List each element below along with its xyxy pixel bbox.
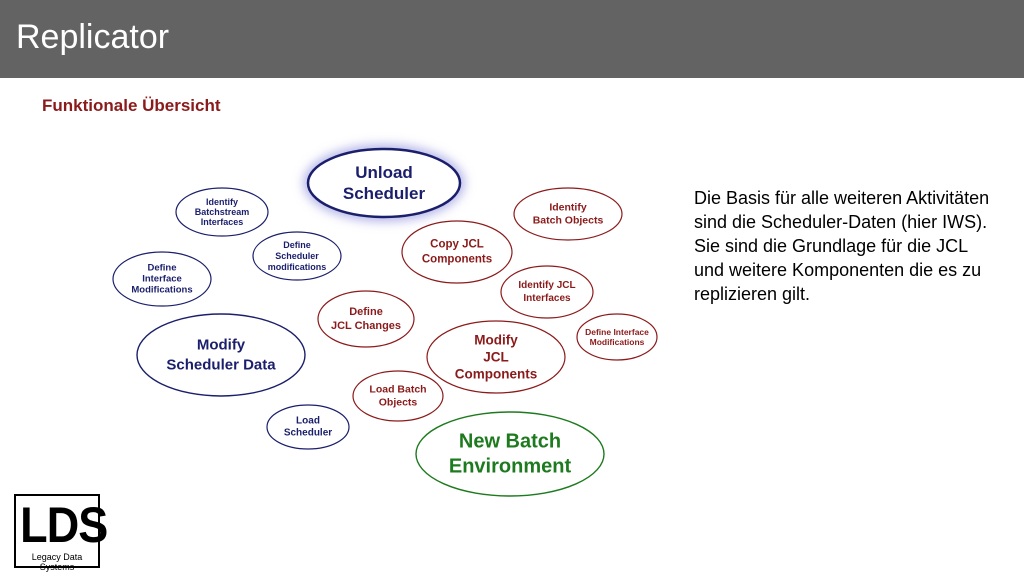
node-label-line: Copy JCL	[430, 239, 484, 251]
node-label-line: Interfaces	[201, 217, 244, 227]
node-ellipse	[136, 313, 306, 397]
node-label-line: Interface	[142, 274, 182, 285]
node-label-line: Define	[147, 263, 176, 274]
node-ellipse	[266, 404, 350, 450]
node-ellipse	[352, 370, 444, 422]
node-label-line: Define	[349, 306, 383, 318]
node-label-line: modifications	[268, 262, 327, 272]
node-ellipse	[415, 411, 605, 497]
description-paragraph-1: Die Basis für alle weiteren Aktivitäten …	[694, 188, 990, 232]
page-subtitle: Funktionale Übersicht	[42, 96, 221, 115]
node-label-line: Scheduler	[284, 428, 332, 439]
node-ellipse	[175, 187, 269, 237]
logo-tagline: Legacy Data Systems	[31, 552, 83, 572]
node-label-line: Modify	[474, 333, 518, 348]
node-label-line: Modify	[197, 337, 246, 354]
node-label-line: Identify	[206, 197, 238, 207]
node-ellipse	[500, 265, 594, 319]
node-label-line: Define	[283, 240, 311, 250]
node-ellipse	[513, 187, 623, 241]
node-label-line: Scheduler Data	[166, 357, 276, 374]
node-label-line: Modifications	[590, 337, 645, 347]
node-label-line: Objects	[379, 397, 418, 409]
node-label-line: Scheduler	[275, 251, 319, 261]
node-ellipse	[306, 147, 462, 219]
node-ellipse	[401, 220, 513, 284]
node-ellipse	[576, 313, 658, 361]
node-label-line: Unload	[355, 163, 413, 182]
node-label-line: New Batch	[459, 431, 561, 453]
node-label-line: Scheduler	[343, 184, 426, 203]
node-label-line: JCL Changes	[331, 320, 401, 332]
header-bar: Replicator	[0, 0, 1024, 78]
node-identify-jcl-interfaces: Identify JCL Interfaces	[500, 265, 594, 319]
logo-letters: LDS	[20, 497, 108, 553]
node-label-line: Load	[296, 416, 320, 427]
description-text: Die Basis für alle weiteren Aktivitäten …	[694, 186, 994, 306]
node-label-line: Batch Objects	[533, 215, 604, 227]
node-label-line: Batchstream	[195, 207, 250, 217]
node-label-line: Define Interface	[585, 327, 649, 337]
node-label-line: Components	[422, 254, 492, 266]
lds-logo: LDS Legacy Data Systems	[14, 494, 108, 572]
page-title: Replicator	[16, 18, 170, 56]
node-label-line: Environment	[449, 456, 572, 478]
node-label-line: Identify JCL	[518, 280, 575, 291]
node-ellipse	[112, 251, 212, 307]
node-label-line: Modifications	[131, 285, 192, 296]
node-label-line: Identify	[549, 202, 586, 214]
node-label-line: Components	[455, 367, 538, 382]
node-copy-jcl-components: Copy JCL Components	[401, 220, 513, 284]
node-label-line: JCL	[483, 350, 509, 365]
node-ellipse	[252, 231, 342, 281]
description-paragraph-2: Sie sind die Grundlage für die JCL und w…	[694, 236, 982, 304]
node-ellipse	[426, 320, 566, 394]
node-label-line: Interfaces	[523, 293, 571, 304]
node-label-line: Load Batch	[369, 384, 426, 396]
node-ellipse	[317, 290, 415, 348]
